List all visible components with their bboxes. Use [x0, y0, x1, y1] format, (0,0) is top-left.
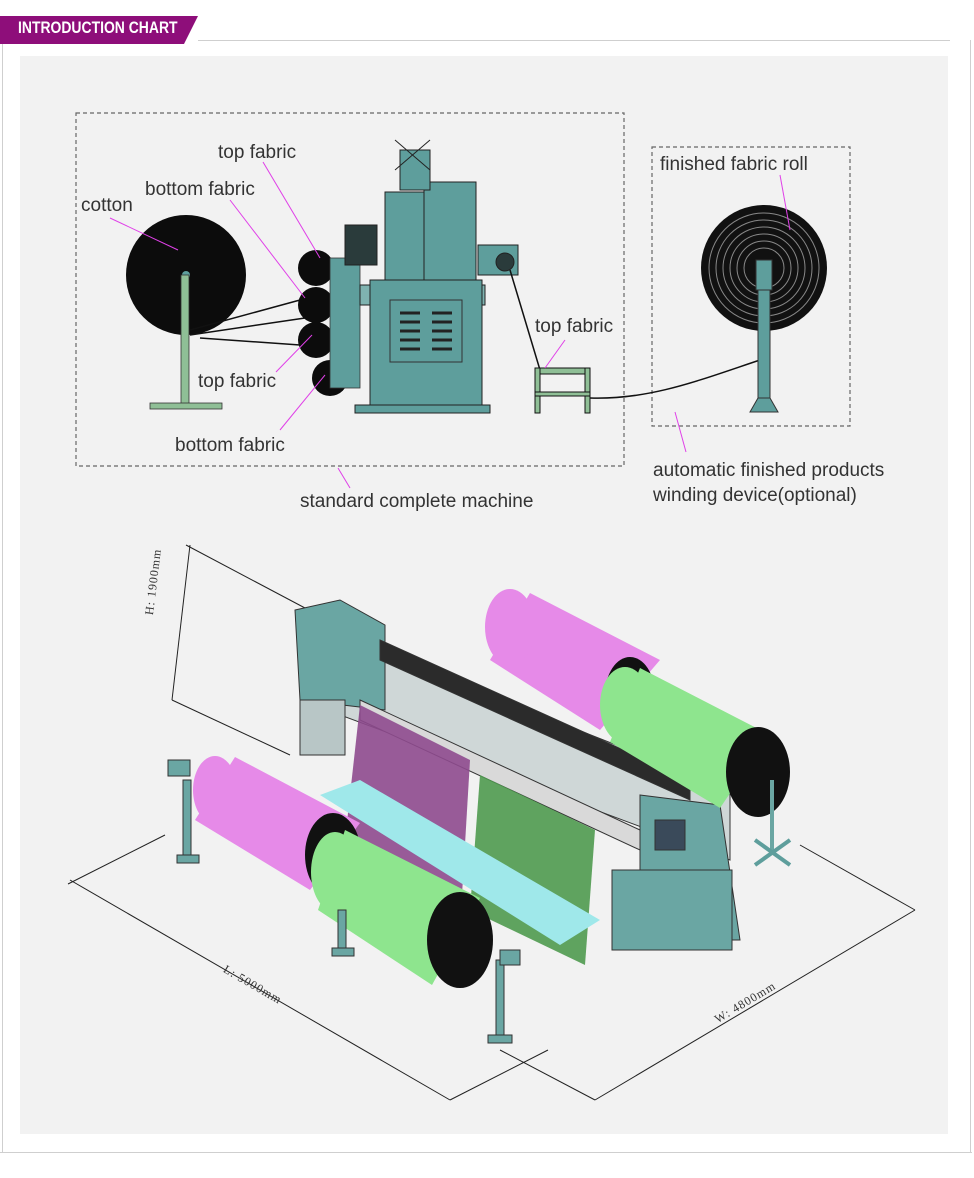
- dimension-lines: [67, 544, 916, 1101]
- label-top-fabric-1: top fabric: [218, 142, 297, 163]
- label-top-fabric-2: top fabric: [198, 371, 277, 392]
- finished-fabric-roll: [701, 205, 827, 413]
- label-cotton: cotton: [81, 195, 133, 216]
- winding-device-box: [651, 146, 851, 427]
- label-winding-line2: winding device(optional): [653, 485, 857, 506]
- label-standard-machine: standard complete machine: [300, 491, 534, 512]
- back-green-roll: [600, 667, 792, 867]
- guide-stand: [534, 367, 591, 414]
- frame-bottom-line: [0, 1152, 972, 1153]
- front-stands: [167, 759, 521, 1044]
- frame-left-line: [2, 44, 3, 1152]
- header-tab-shape: [0, 16, 198, 44]
- cyan-fabric-sheet: [320, 780, 600, 945]
- label-leader-lines: [109, 161, 791, 489]
- label-top-fabric-3: top fabric: [535, 316, 614, 337]
- label-bottom-fabric-1: bottom fabric: [145, 179, 255, 200]
- cotton-roll: [126, 215, 246, 410]
- page-title: INTRODUCTION CHART: [18, 18, 178, 37]
- small-fabric-rolls: [298, 250, 361, 396]
- header-tab: [0, 16, 198, 44]
- frame-top-line: [198, 40, 950, 41]
- front-green-roll: [311, 830, 493, 988]
- label-finished-fabric-roll: finished fabric roll: [660, 154, 808, 175]
- machine-frame: [294, 599, 741, 951]
- output-fabric-line: [509, 269, 761, 399]
- quilting-machine: [344, 139, 519, 414]
- standard-machine-box: [75, 112, 625, 467]
- label-bottom-fabric-2: bottom fabric: [175, 435, 285, 456]
- label-winding-line1: automatic finished products: [653, 460, 885, 481]
- frame-right-line: [970, 40, 971, 1152]
